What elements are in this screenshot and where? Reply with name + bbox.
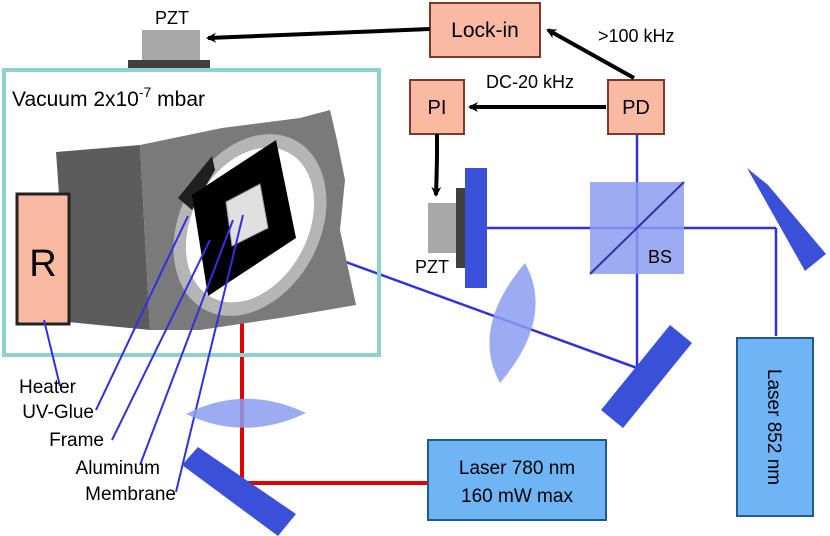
pzt-top-label: PZT	[155, 8, 189, 28]
arrow-pi-to-pzt	[431, 134, 442, 197]
laser-852-box	[736, 337, 814, 517]
pzt-side-mount	[456, 188, 465, 268]
legend-heater: Heater	[19, 377, 77, 398]
laser-780-label-line2: 160 mW max	[461, 486, 573, 507]
holder-left-face	[56, 145, 150, 330]
beamsplitter-diagonal	[589, 181, 685, 275]
arrow-lockin-to-pzt	[206, 27, 431, 43]
legend-frame: Frame	[49, 430, 104, 451]
pzt-mirror	[465, 168, 487, 288]
pzt-top-body	[142, 30, 200, 62]
laser-852-label: Laser 852 nm	[763, 369, 784, 485]
mirror-top-right	[747, 168, 826, 271]
vacuum-chamber	[2, 68, 381, 357]
lens-bottom	[186, 398, 306, 428]
pointer-membrane	[175, 214, 244, 493]
pzt-side-label: PZT	[415, 257, 449, 277]
vacuum-label-unit: mbar	[151, 88, 205, 111]
laser-780-label-line1: Laser 780 nm	[459, 458, 575, 479]
heater-box	[15, 192, 71, 326]
uv-glue	[178, 156, 215, 210]
freq-dc-label: DC-20 kHz	[486, 72, 574, 92]
laser-780-box	[427, 439, 607, 521]
membrane-window	[225, 183, 269, 247]
legend-pointers	[43, 214, 244, 493]
mirror-bottom-left	[182, 447, 296, 536]
pi-label: PI	[428, 97, 447, 119]
pointer-aluminum	[139, 219, 234, 466]
lockin-box	[429, 2, 541, 58]
legend-membrane: Membrane	[85, 484, 176, 505]
pd-label: PD	[622, 97, 650, 119]
lockin-label: Lock-in	[451, 19, 519, 42]
mirror-bottom	[601, 325, 692, 428]
lens-right	[489, 263, 536, 383]
vacuum-label-exponent: -7	[139, 84, 152, 100]
heater-label: R	[29, 243, 56, 285]
signal-arrows	[206, 27, 635, 197]
pointer-heater	[43, 319, 61, 387]
pzt-top-mount	[128, 60, 210, 68]
pzt-side-body	[428, 203, 460, 253]
vacuum-label: Vacuum 2x10-7 mbar	[12, 84, 205, 111]
legend-aluminum: Aluminum	[76, 458, 160, 479]
vacuum-label-main: Vacuum 2x10	[12, 88, 139, 111]
legend-uvglue: UV-Glue	[22, 402, 94, 423]
pointer-frame	[111, 239, 211, 441]
pi-box	[409, 79, 465, 135]
pd-box	[607, 79, 665, 135]
beamsplitter-label: BS	[648, 247, 672, 267]
freq-high-label: >100 kHz	[598, 26, 675, 46]
legend-labels: Heater UV-Glue Frame Aluminum Membrane	[19, 377, 176, 505]
sample-holder	[56, 110, 356, 330]
arrow-pd-to-lockin	[546, 28, 635, 80]
pointer-uvglue	[95, 215, 189, 411]
